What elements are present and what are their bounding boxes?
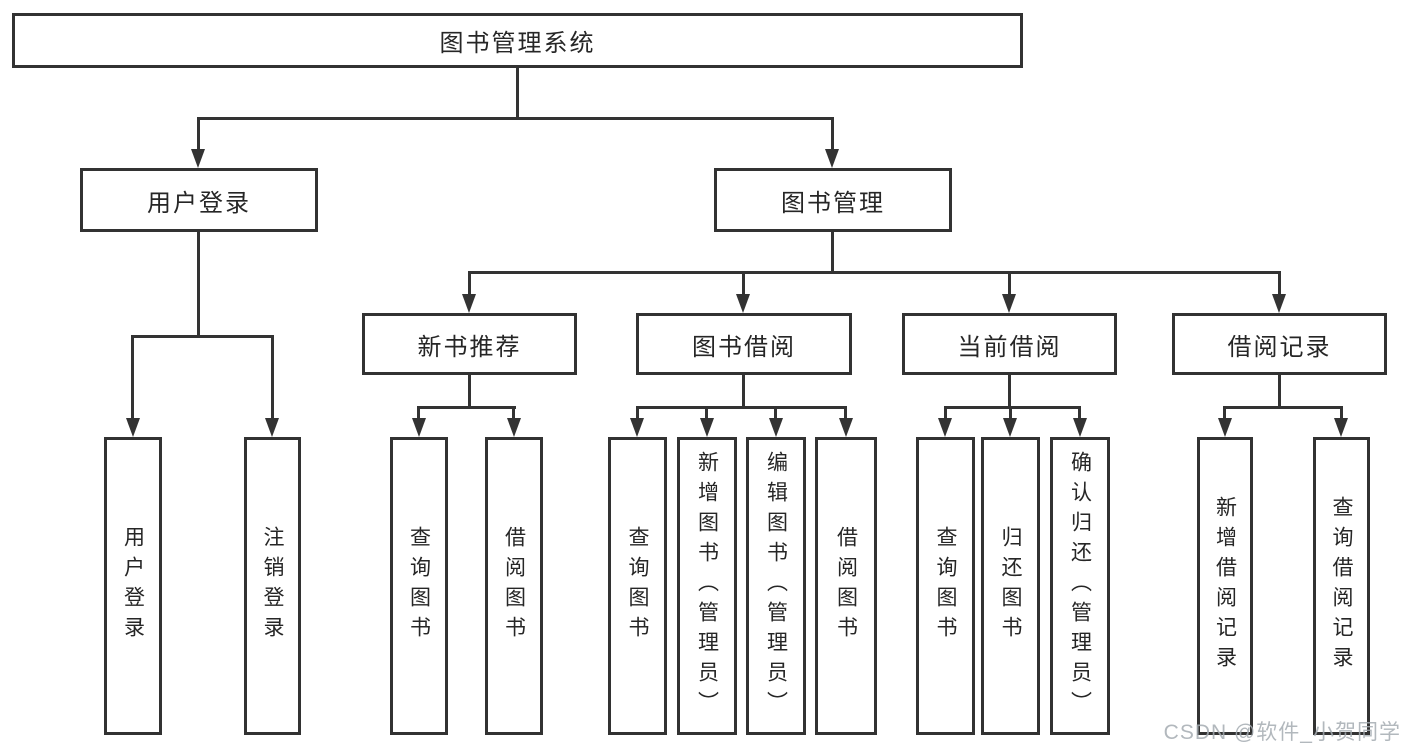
node-leaf-edit-book-admin: 编辑图书（管理员） — [746, 437, 806, 735]
connector-line — [636, 406, 847, 409]
connector-line — [418, 406, 516, 409]
node-leaf-add-borrow-record: 新增借阅记录 — [1197, 437, 1253, 735]
node-label: 确认归还（管理员） — [1068, 451, 1092, 721]
connector-line — [468, 271, 471, 297]
node-label: 归还图书 — [999, 526, 1022, 646]
connector-line — [468, 271, 1281, 274]
connector-line — [1078, 406, 1081, 420]
arrow-down-icon — [839, 418, 853, 437]
node-label: 图书管理系统 — [439, 30, 596, 57]
arrow-down-icon — [126, 418, 140, 437]
node-leaf-query-books-current: 查询图书 — [916, 437, 975, 735]
connector-line — [1278, 375, 1281, 408]
node-new-book-recommend: 新书推荐 — [362, 313, 577, 375]
node-book-management: 图书管理 — [714, 168, 952, 232]
arrow-down-icon — [1003, 418, 1017, 437]
arrow-down-icon — [191, 149, 205, 168]
arrow-down-icon — [1272, 294, 1286, 313]
node-book-borrow: 图书借阅 — [636, 313, 852, 375]
connector-line — [831, 232, 834, 274]
connector-line — [1009, 406, 1012, 420]
connector-line — [1278, 271, 1281, 297]
arrow-down-icon — [938, 418, 952, 437]
node-label: 新书推荐 — [417, 333, 522, 361]
csdn-watermark: CSDN @软件_小贺同学 — [1163, 721, 1401, 744]
arrow-down-icon — [1334, 418, 1348, 437]
node-leaf-logout: 注销登录 — [244, 437, 301, 735]
connector-line — [705, 406, 708, 420]
connector-line — [516, 68, 519, 119]
arrow-down-icon — [265, 418, 279, 437]
connector-line — [271, 335, 274, 420]
connector-line — [197, 232, 200, 337]
connector-line — [944, 406, 1081, 409]
node-leaf-add-book-admin: 新增图书（管理员） — [677, 437, 737, 735]
connector-line — [512, 406, 515, 420]
connector-line — [844, 406, 847, 420]
node-label: 查询借阅记录 — [1330, 496, 1353, 676]
node-label: 用户登录 — [147, 189, 251, 217]
node-label: 借阅记录 — [1227, 333, 1332, 361]
node-leaf-query-books-recommend: 查询图书 — [390, 437, 448, 735]
connector-line — [131, 335, 134, 420]
connector-line — [417, 406, 420, 420]
connector-line — [742, 375, 745, 408]
node-leaf-borrow-books: 借阅图书 — [815, 437, 877, 735]
node-leaf-return-book: 归还图书 — [981, 437, 1040, 735]
connector-line — [831, 117, 834, 151]
node-current-borrow: 当前借阅 — [902, 313, 1117, 375]
node-label: 图书管理 — [781, 189, 885, 217]
node-label: 借阅图书 — [502, 526, 526, 646]
arrow-down-icon — [736, 294, 750, 313]
arrow-down-icon — [412, 418, 426, 437]
connector-line — [636, 406, 639, 420]
connector-line — [1008, 271, 1011, 297]
node-leaf-query-borrow-record: 查询借阅记录 — [1313, 437, 1370, 735]
arrow-down-icon — [630, 418, 644, 437]
node-label: 当前借阅 — [957, 333, 1062, 361]
connector-line — [944, 406, 947, 420]
arrow-down-icon — [700, 418, 714, 437]
connector-line — [1340, 406, 1343, 420]
node-label: 编辑图书（管理员） — [764, 451, 788, 721]
connector-line — [774, 406, 777, 420]
connector-line — [742, 271, 745, 297]
node-label: 注销登录 — [261, 526, 284, 646]
arrow-down-icon — [825, 149, 839, 168]
node-label: 图书借阅 — [692, 333, 796, 361]
node-leaf-query-books-borrow: 查询图书 — [608, 437, 667, 735]
node-label: 用户登录 — [121, 526, 145, 646]
node-label: 新增借阅记录 — [1213, 496, 1237, 676]
node-label: 查询图书 — [626, 526, 649, 646]
node-borrow-records: 借阅记录 — [1172, 313, 1387, 375]
node-leaf-confirm-return-admin: 确认归还（管理员） — [1050, 437, 1110, 735]
node-root-library-system: 图书管理系统 — [12, 13, 1023, 68]
connector-line — [197, 117, 834, 120]
node-label: 查询图书 — [934, 526, 957, 646]
arrow-down-icon — [1002, 294, 1016, 313]
node-label: 借阅图书 — [834, 526, 858, 646]
connector-line — [1008, 375, 1011, 408]
arrow-down-icon — [769, 418, 783, 437]
node-label: 新增图书（管理员） — [695, 451, 719, 721]
node-leaf-user-login: 用户登录 — [104, 437, 162, 735]
connector-line — [197, 117, 200, 151]
connector-line — [468, 375, 471, 408]
arrow-down-icon — [1073, 418, 1087, 437]
arrow-down-icon — [1218, 418, 1232, 437]
node-user-login: 用户登录 — [80, 168, 318, 232]
node-label: 查询图书 — [407, 526, 431, 646]
arrow-down-icon — [507, 418, 521, 437]
node-leaf-borrow-books-recommend: 借阅图书 — [485, 437, 543, 735]
connector-line — [1223, 406, 1226, 420]
arrow-down-icon — [462, 294, 476, 313]
connector-line — [1223, 406, 1343, 409]
connector-line — [132, 335, 274, 338]
